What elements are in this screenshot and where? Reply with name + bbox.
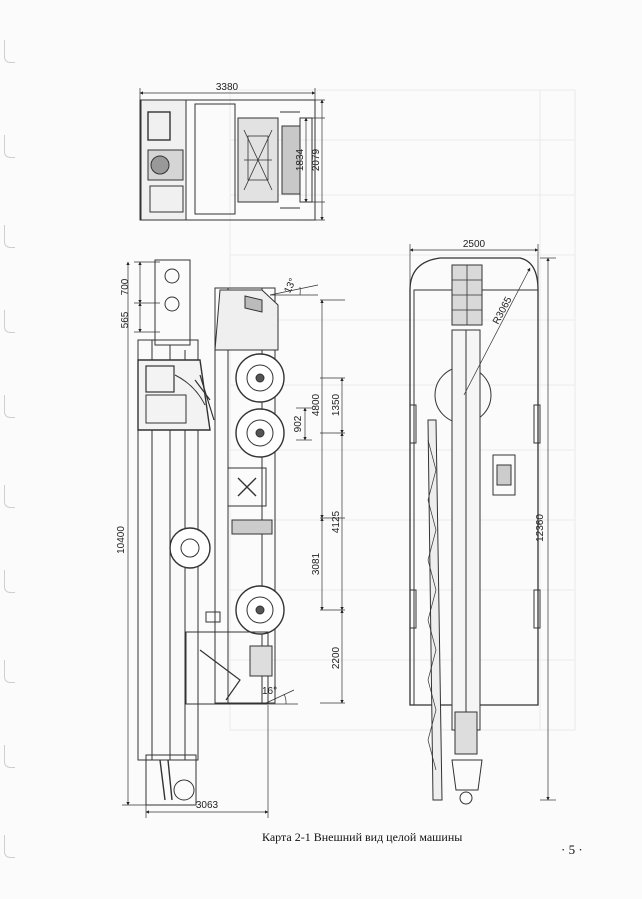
binder-hole-mark (4, 745, 15, 768)
side-view-dimensions (122, 261, 345, 818)
dim-2500-label: 2500 (463, 239, 486, 250)
binder-hole-mark (4, 570, 15, 593)
dim-4125-label: 4125 (331, 510, 342, 533)
dim-10400-label: 10400 (116, 526, 127, 554)
angle-16-label: 16° (262, 686, 277, 697)
dim-1834-label: 1834 (295, 148, 306, 171)
dim-2079-label: 2079 (311, 148, 322, 171)
dim-2200-label: 2200 (331, 646, 342, 669)
dim-4800-label: 4800 (311, 393, 322, 416)
dim-12360-label: 12360 (535, 514, 546, 542)
figure-caption: Карта 2-1 Внешний вид целой машины (262, 830, 463, 844)
binder-hole-mark (4, 225, 15, 248)
dim-3063-label: 3063 (196, 800, 219, 811)
dim-902-label: 902 (293, 415, 304, 432)
top-view-dimensions (139, 88, 325, 221)
plan-view-crane (409, 257, 541, 805)
binder-hole-mark (4, 835, 15, 858)
dim-1350-label: 1350 (331, 393, 342, 416)
binder-hole-mark (4, 40, 15, 63)
binder-hole-mark (4, 485, 15, 508)
angle-13-label: 13° (283, 277, 299, 295)
radius-r3065-label: R3065 (491, 295, 515, 327)
binder-hole-mark (4, 135, 15, 158)
dim-3380-label: 3380 (216, 82, 239, 93)
side-view-crane (137, 259, 285, 806)
dim-3081-label: 3081 (311, 552, 322, 575)
binder-hole-mark (4, 660, 15, 683)
dim-565-label: 565 (120, 311, 131, 328)
dim-700-label: 700 (120, 278, 131, 295)
plan-view-dimensions (409, 244, 556, 801)
binder-hole-mark (4, 310, 15, 333)
page-number: · 5 · (561, 842, 583, 857)
top-view-cab (139, 99, 316, 221)
binder-hole-mark (4, 395, 15, 418)
